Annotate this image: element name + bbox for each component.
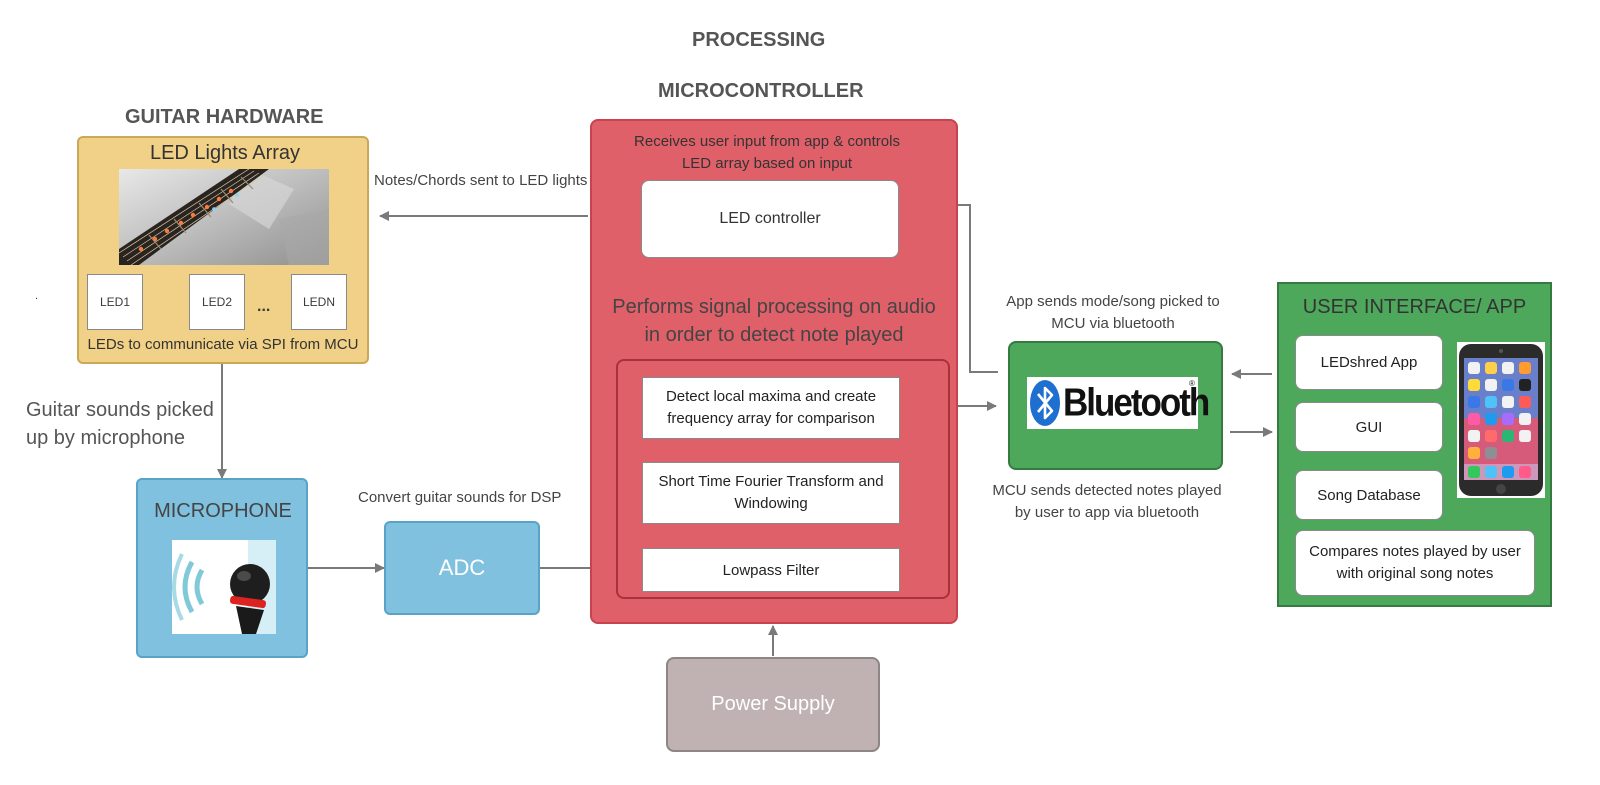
bluetooth-icon xyxy=(1030,380,1060,426)
microphone-block: MICROPHONE xyxy=(136,478,308,658)
ledn-box: LEDN xyxy=(291,274,347,330)
mcu-sends-label: MCU sends detected notes played by user … xyxy=(992,482,1222,521)
guitar-fretboard-image xyxy=(119,169,329,265)
adc-block: ADC xyxy=(384,521,540,615)
user-interface-block: USER INTERFACE/ APP LEDshred App GUI Son… xyxy=(1277,282,1552,607)
app-title: USER INTERFACE/ APP xyxy=(1302,296,1527,318)
led-array-title: LED Lights Array xyxy=(149,142,301,164)
detect-maxima-box: Detect local maxima and create frequency… xyxy=(642,377,900,439)
mcu-dsp-text: Performs signal processing on audio in o… xyxy=(612,296,936,346)
microcontroller-heading: MICROCONTROLLER xyxy=(658,80,864,102)
dsp-subblock xyxy=(616,359,950,599)
notes-to-leds-label: Notes/Chords sent to LED lights xyxy=(374,172,588,189)
bluetooth-block: Bluetooth ® xyxy=(1008,341,1223,470)
bluetooth-logo-text: Bluetooth xyxy=(1063,381,1210,425)
led-caption: LEDs to communicate via SPI from MCU xyxy=(87,336,359,353)
microphone-title: MICROPHONE xyxy=(154,500,292,522)
mcu-receives-text: Receives user input from app & controls … xyxy=(634,133,900,172)
gui-box: GUI xyxy=(1295,402,1443,452)
app-sends-label: App sends mode/song picked to MCU via bl… xyxy=(1006,293,1220,332)
ledshred-app-box: LEDshred App xyxy=(1295,335,1443,390)
led-controller-box: LED controller xyxy=(641,180,899,258)
compare-notes-box: Compares notes played by user with origi… xyxy=(1295,530,1535,596)
convert-label: Convert guitar sounds for DSP xyxy=(358,489,562,506)
stray-dot: . xyxy=(35,290,39,302)
stft-box: Short Time Fourier Transform and Windowi… xyxy=(642,462,900,524)
led2-box: LED2 xyxy=(189,274,245,330)
microphone-icon xyxy=(172,540,276,634)
bluetooth-logo: Bluetooth ® xyxy=(1027,377,1210,429)
guitar-hardware-block: LED Lights Array xyxy=(77,136,369,364)
led1-box: LED1 xyxy=(87,274,143,330)
microcontroller-block: Receives user input from app & controls … xyxy=(590,119,958,624)
bluetooth-registered-mark: ® xyxy=(1189,379,1195,388)
led-ellipsis: ... xyxy=(257,298,271,315)
power-supply-block: Power Supply xyxy=(666,657,880,752)
processing-heading: PROCESSING xyxy=(692,29,826,51)
smartphone-image xyxy=(1457,342,1545,498)
lowpass-filter-box: Lowpass Filter xyxy=(642,548,900,592)
song-database-box: Song Database xyxy=(1295,470,1443,520)
guitar-hardware-heading: GUITAR HARDWARE xyxy=(125,106,324,128)
guitar-sounds-label: Guitar sounds picked up by microphone xyxy=(26,399,214,449)
